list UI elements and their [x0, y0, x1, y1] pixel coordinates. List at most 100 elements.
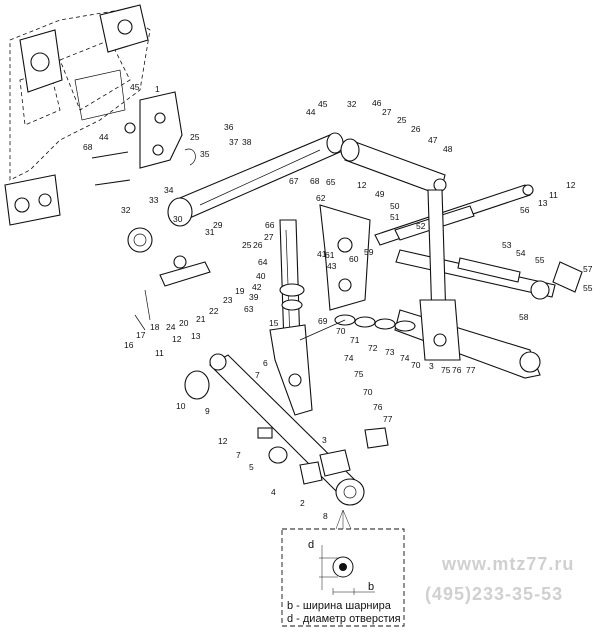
callout-76: 76	[452, 365, 462, 375]
callout-45: 45	[130, 82, 140, 92]
callout-12: 12	[218, 436, 228, 446]
callout-9: 9	[205, 406, 210, 416]
callout-62: 62	[316, 193, 326, 203]
callout-48: 48	[443, 144, 453, 154]
callout-55: 55	[535, 255, 545, 265]
callout-26: 26	[411, 124, 421, 134]
callout-25: 25	[190, 132, 200, 142]
callout-64: 64	[258, 257, 268, 267]
callout-26: 26	[253, 240, 263, 250]
callout-50: 50	[390, 201, 400, 211]
callout-27: 27	[382, 107, 392, 117]
callout-3: 3	[322, 435, 327, 445]
stabilizer-chain	[299, 314, 416, 341]
legend-d-mark: d	[308, 539, 314, 551]
callout-32: 32	[347, 99, 357, 109]
callout-70: 70	[411, 360, 421, 370]
callout-58: 58	[519, 312, 529, 322]
callout-46: 46	[372, 98, 382, 108]
callout-38: 38	[242, 137, 252, 147]
callout-34: 34	[164, 185, 174, 195]
callout-42: 42	[252, 282, 262, 292]
callout-2: 2	[300, 498, 305, 508]
callout-31: 31	[205, 227, 215, 237]
callout-23: 23	[223, 295, 233, 305]
callout-65: 65	[326, 177, 336, 187]
legend-line-d: d - диаметр отверстия	[287, 613, 401, 625]
callout-7: 7	[255, 370, 260, 380]
callout-4: 4	[271, 487, 276, 497]
callout-12: 12	[566, 180, 576, 190]
callout-22: 22	[209, 306, 219, 316]
tractor-rear-frame	[4, 4, 151, 226]
right-lower-link	[395, 249, 583, 300]
callout-43: 43	[327, 261, 337, 271]
callout-40: 40	[256, 271, 266, 281]
callout-55: 55	[583, 283, 593, 293]
callout-57: 57	[583, 264, 593, 274]
callout-13: 13	[538, 198, 548, 208]
callout-54: 54	[516, 248, 526, 258]
callout-67: 67	[289, 176, 299, 186]
callout-70: 70	[336, 326, 346, 336]
callout-69: 69	[318, 316, 328, 326]
callout-10: 10	[176, 401, 186, 411]
callout-19: 19	[235, 286, 245, 296]
callout-75: 75	[441, 365, 451, 375]
callout-76: 76	[373, 402, 383, 412]
callout-60: 60	[349, 254, 359, 264]
callout-7: 7	[236, 450, 241, 460]
callout-25: 25	[242, 240, 252, 250]
callout-63: 63	[244, 304, 254, 314]
left-bracket-assembly	[91, 91, 196, 186]
callout-68: 68	[310, 176, 320, 186]
callout-29: 29	[213, 220, 223, 230]
callout-20: 20	[179, 318, 189, 328]
callout-16: 16	[124, 340, 134, 350]
callout-77: 77	[466, 365, 476, 375]
callout-11: 11	[155, 348, 164, 358]
callout-13: 13	[191, 331, 201, 341]
callout-74: 74	[400, 353, 410, 363]
callout-53: 53	[502, 240, 512, 250]
center-bracket	[319, 204, 371, 311]
callout-41: 41	[317, 249, 327, 259]
callout-39: 39	[249, 292, 259, 302]
callout-73: 73	[385, 347, 395, 357]
callout-52: 52	[416, 221, 426, 231]
callout-11: 11	[549, 190, 558, 200]
callout-35: 35	[200, 149, 210, 159]
callout-27: 27	[264, 232, 274, 242]
callout-59: 59	[364, 247, 374, 257]
watermark-site: www.mtz77.ru	[441, 554, 574, 574]
callout-47: 47	[428, 135, 438, 145]
left-lift-rod	[269, 219, 313, 416]
callout-49: 49	[375, 189, 385, 199]
callout-30: 30	[173, 214, 183, 224]
callout-17: 17	[136, 330, 146, 340]
callout-18: 18	[150, 322, 160, 332]
left-lower-link	[184, 353, 365, 506]
callout-33: 33	[149, 195, 159, 205]
callout-61: 61	[325, 250, 335, 260]
watermark-phone: (495)233-35-53	[425, 584, 563, 604]
callout-37: 37	[229, 137, 239, 147]
legend-b-mark: b	[368, 581, 374, 593]
callout-56: 56	[520, 205, 530, 215]
callout-12: 12	[357, 180, 367, 190]
left-small-hardware	[134, 255, 389, 485]
callout-21: 21	[196, 314, 206, 324]
callout-72: 72	[368, 343, 378, 353]
callout-12: 12	[172, 334, 182, 344]
callout-32: 32	[121, 205, 131, 215]
callout-66: 66	[265, 220, 275, 230]
callout-51: 51	[390, 212, 400, 222]
callout-24: 24	[166, 322, 176, 332]
callout-71: 71	[350, 335, 360, 345]
callout-15: 15	[269, 318, 279, 328]
right-lift-rod	[419, 189, 461, 361]
callout-6: 6	[263, 358, 268, 368]
callout-74: 74	[344, 353, 354, 363]
